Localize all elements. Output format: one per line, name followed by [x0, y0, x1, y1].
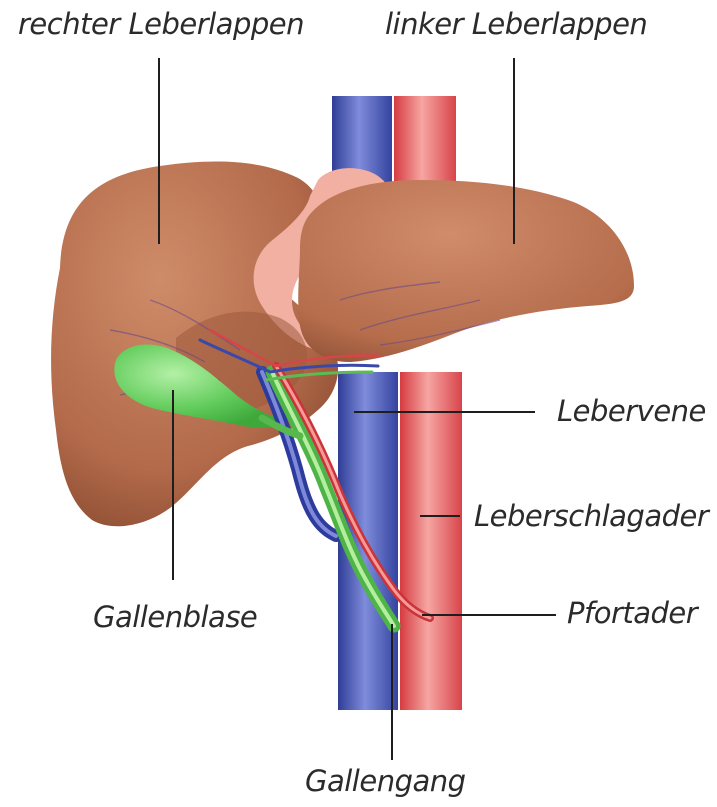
label-bile-duct: Gallengang [305, 767, 466, 796]
label-hepatic-artery: Leberschlagader [474, 502, 708, 531]
label-gallbladder: Gallenblase [93, 603, 257, 632]
label-hepatic-vein: Lebervene [557, 397, 706, 426]
aorta-lower [400, 372, 462, 710]
label-right-lobe: rechter Leberlappen [18, 10, 304, 39]
label-portal-vein: Pfortader [567, 599, 697, 628]
left-liver-lobe [298, 180, 634, 362]
label-left-lobe: linker Leberlappen [385, 10, 647, 39]
